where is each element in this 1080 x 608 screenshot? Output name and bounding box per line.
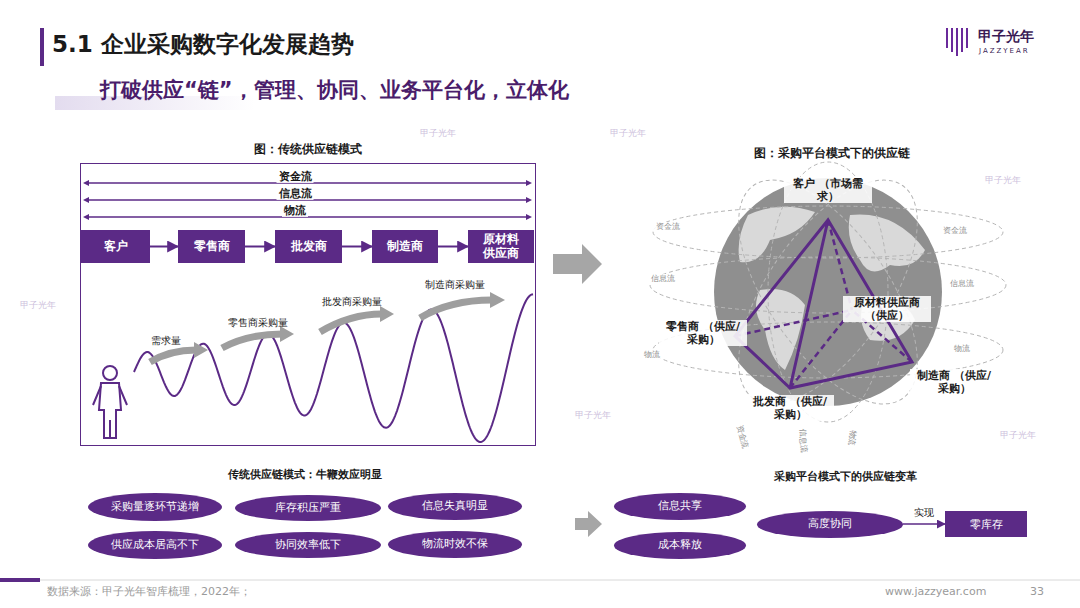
page-number: 33 <box>1030 585 1044 598</box>
orbit-label: 物流 <box>846 427 859 448</box>
section-heading: 传统供应链模式：牛鞭效应明显 <box>228 468 382 481</box>
effect-ellipse: 采购量逐环节递增 <box>88 493 222 521</box>
big-arrow <box>553 244 602 284</box>
wave-label: 零售商采购量 <box>228 317 288 329</box>
effect-ellipse: 物流时效不保 <box>388 531 522 558</box>
node-text: 供应成本居高不下 <box>111 539 199 552</box>
chain-box: 原材料供应商 <box>468 230 534 263</box>
edge-label: 实现 <box>914 507 934 519</box>
figure-title: 图：传统供应链模式 <box>80 141 536 158</box>
node-text: 零库存 <box>970 517 1003 532</box>
node-text: 原材料供应商 <box>482 233 519 261</box>
flow-label: 资金流 <box>277 170 314 183</box>
node-text: 采购量逐环节递增 <box>111 501 199 514</box>
vertex-label: 批发商 （供应/采购） <box>746 395 834 421</box>
figure-frame: 图：传统供应链模式客户 零售商 批发商 制造商 原材料供应商 <box>80 138 536 446</box>
node-text: 信息共享 <box>658 500 702 513</box>
growth-arrowheads <box>194 292 505 358</box>
vertex-label: 制造商 （供应/采购） <box>910 369 998 395</box>
bullwhip-wave <box>134 294 533 442</box>
orbit-label: 物流 <box>952 344 972 354</box>
watermark: 甲子光年 <box>420 128 456 139</box>
wave-label: 需求量 <box>151 335 181 347</box>
chain-box: 客户 <box>81 230 150 263</box>
slide-title: 5.1 企业采购数字化发展趋势 <box>52 31 354 59</box>
footer-url: www.jazzyear.com <box>885 585 986 598</box>
growth-arrows <box>150 300 492 362</box>
node-text: 信息失真明显 <box>422 500 488 513</box>
footer-bar <box>0 578 40 582</box>
wave-label: 批发商采购量 <box>322 296 382 308</box>
node-text: 客户 <box>104 240 128 254</box>
effect-ellipse: 高度协同 <box>757 511 903 538</box>
source-note: 数据来源：甲子光年智库梳理，2022年； <box>47 585 251 598</box>
big-arrow <box>575 511 602 537</box>
connector <box>150 246 178 248</box>
node-text: 零售商 <box>194 240 230 254</box>
effect-ellipse: 成本释放 <box>614 532 746 559</box>
orbit-label: 信息流 <box>797 426 809 455</box>
chain-box: 批发商 <box>275 230 342 263</box>
vertex-label: 客户 （市场需求） <box>784 177 872 203</box>
watermark: 甲子光年 <box>985 175 1021 186</box>
chain-box: 零售商 <box>178 230 245 263</box>
section-heading: 采购平台模式下的供应链变革 <box>774 470 917 483</box>
node-text: 高度协同 <box>808 518 852 531</box>
orbits <box>650 151 1006 433</box>
node-text: 物流时效不保 <box>422 538 488 551</box>
effect-ellipse: 库存积压严重 <box>235 495 381 521</box>
node-text: 成本释放 <box>658 539 702 552</box>
orbit-label: 资金流 <box>654 222 682 232</box>
frame-border <box>80 163 536 446</box>
connector <box>438 246 468 248</box>
globe <box>714 178 942 406</box>
flow-label: 物流 <box>282 204 308 217</box>
figure-title: 图：采购平台模式下的供应链 <box>754 146 910 160</box>
title-bar <box>40 28 44 66</box>
footer-rule <box>0 580 1080 581</box>
effect-ellipse: 供应成本居高不下 <box>88 531 222 559</box>
logo-subtext: JAZZYEAR <box>979 47 1030 55</box>
person-icon <box>93 366 127 438</box>
watermark: 甲子光年 <box>20 300 56 311</box>
watermark: 甲子光年 <box>575 410 611 421</box>
chain-box: 制造商 <box>372 230 438 263</box>
watermark: 甲子光年 <box>1000 430 1036 441</box>
connector <box>342 246 372 248</box>
flow-label: 信息流 <box>277 187 314 200</box>
orbit-label: 信息流 <box>649 274 677 284</box>
connector <box>903 523 945 525</box>
effect-ellipse: 信息失真明显 <box>388 493 522 520</box>
orbit-label: 物流 <box>642 350 662 360</box>
watermark: 甲子光年 <box>610 128 646 139</box>
wave-label: 制造商采购量 <box>425 279 485 291</box>
subtitle: 打破供应“链”，管理、协同、业务平台化，立体化 <box>100 78 569 103</box>
orbit-label: 信息流 <box>948 279 976 289</box>
logo-icon <box>947 28 967 56</box>
effect-ellipse: 协同效率低下 <box>235 532 381 558</box>
node-text: 制造商 <box>387 240 423 254</box>
result-box: 零库存 <box>945 511 1027 537</box>
flow-arrows <box>86 183 529 217</box>
logo-text: 甲子光年 <box>978 28 1034 45</box>
orbit-label: 资金流 <box>941 226 969 236</box>
vertex-label: 零售商 （供应/采购） <box>659 320 747 346</box>
node-text: 批发商 <box>291 240 327 254</box>
effect-ellipse: 信息共享 <box>614 493 746 520</box>
node-text: 协同效率低下 <box>275 539 341 552</box>
connector <box>245 246 275 248</box>
vertex-label: 原材料供应商 （供应） <box>843 296 931 322</box>
node-text: 库存积压严重 <box>275 502 341 515</box>
orbit-label: 资金流 <box>734 422 751 452</box>
